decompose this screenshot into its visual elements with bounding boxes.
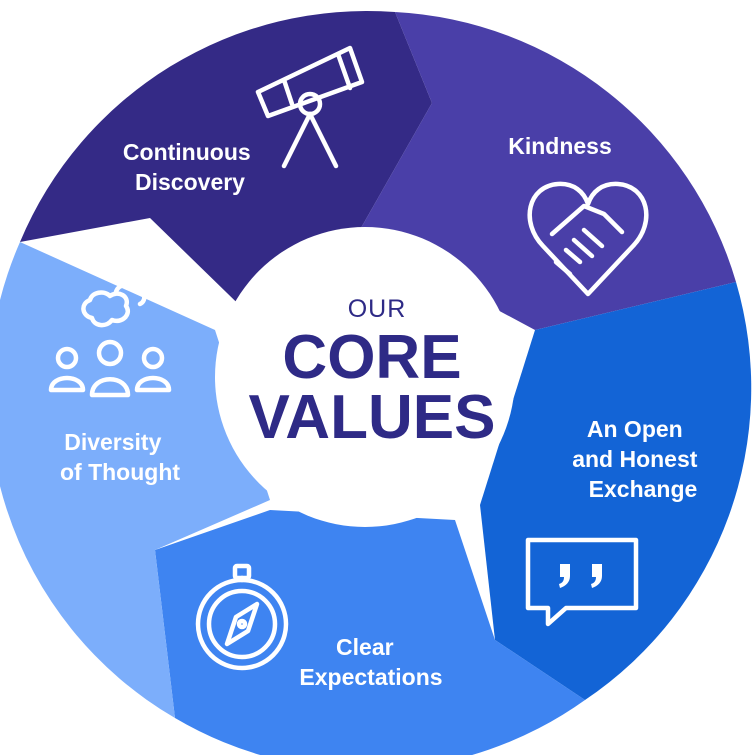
label-kindness: Kindness <box>508 133 612 159</box>
center-core-label: CORE <box>282 323 461 392</box>
center-our-label: OUR <box>348 295 407 323</box>
people-thought-icon <box>48 282 172 398</box>
heart-handshake-icon <box>527 181 649 297</box>
quote-marks-icon <box>559 564 602 588</box>
label-open-honest-exchange: An Open and Honest Exchange <box>572 416 704 502</box>
compass-icon <box>195 563 289 671</box>
segment-clear-expectations <box>155 510 585 755</box>
label-continuous-discovery: Continuous Discovery <box>123 139 257 195</box>
quote-bubble-icon <box>525 537 639 627</box>
segment-open-honest-exchange <box>480 282 752 700</box>
label-diversity-of-thought: Diversity of Thought <box>60 429 180 485</box>
label-clear-expectations: Clear Expectations <box>299 634 442 690</box>
center-values-label: VALUES <box>249 383 496 452</box>
segment-diversity-of-thought <box>0 242 270 718</box>
center-circle <box>215 227 515 527</box>
telescope-icon <box>255 45 365 169</box>
